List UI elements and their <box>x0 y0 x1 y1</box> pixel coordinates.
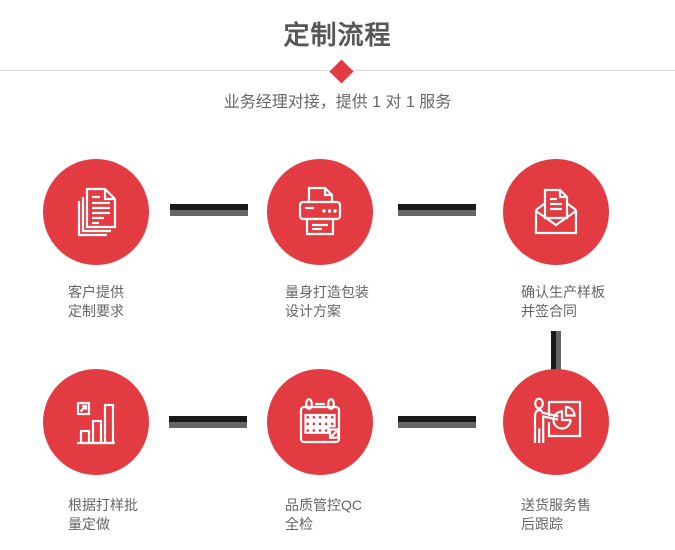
presentation-icon <box>533 397 582 443</box>
step-label-6: 送货服务售 后跟踪 <box>521 496 591 534</box>
step-circle-2 <box>267 159 373 265</box>
step-circle-4 <box>43 369 149 475</box>
step-circle-3 <box>503 159 609 265</box>
printer-icon <box>298 186 342 236</box>
connector-step4-step5 <box>169 416 247 428</box>
envelope-letter-icon <box>534 188 578 235</box>
documents-icon <box>77 187 117 237</box>
diamond-icon <box>329 59 354 84</box>
calendar-icon <box>299 398 341 444</box>
step-label-line: 定制要求 <box>68 303 124 319</box>
page-title: 定制流程 <box>283 20 392 50</box>
step-label-line: 并签合同 <box>521 303 577 319</box>
step-label-line: 全检 <box>285 516 313 532</box>
step-label-5: 品质管控QC 全检 <box>285 496 362 534</box>
step-label-line: 设计方案 <box>285 303 341 319</box>
connector-step2-step3 <box>398 204 476 216</box>
page-subtitle: 业务经理对接，提供 1 对 1 服务 <box>223 94 452 111</box>
step-label-line: 量身打造包装 <box>285 284 369 300</box>
step-label-line: 送货服务售 <box>521 497 591 513</box>
bar-chart-growth-icon <box>76 401 115 445</box>
step-circle-1 <box>43 159 149 265</box>
step-label-2: 量身打造包装 设计方案 <box>285 283 369 321</box>
step-label-1: 客户提供 定制要求 <box>68 283 124 321</box>
step-label-line: 量定做 <box>68 516 110 532</box>
step-label-4: 根据打样批 量定做 <box>68 496 138 534</box>
step-label-3: 确认生产样板 并签合同 <box>521 283 605 321</box>
connector-step3-step6 <box>551 331 561 371</box>
step-circle-6 <box>503 369 609 475</box>
connector-step1-step2 <box>170 204 248 216</box>
step-label-line: 根据打样批 <box>68 497 138 513</box>
step-label-line: 客户提供 <box>68 284 124 300</box>
connector-step5-step6 <box>398 416 476 428</box>
step-label-line: 后跟踪 <box>521 516 563 532</box>
step-label-line: 确认生产样板 <box>521 284 605 300</box>
step-circle-5 <box>267 369 373 475</box>
step-label-line: 品质管控QC <box>285 497 362 513</box>
